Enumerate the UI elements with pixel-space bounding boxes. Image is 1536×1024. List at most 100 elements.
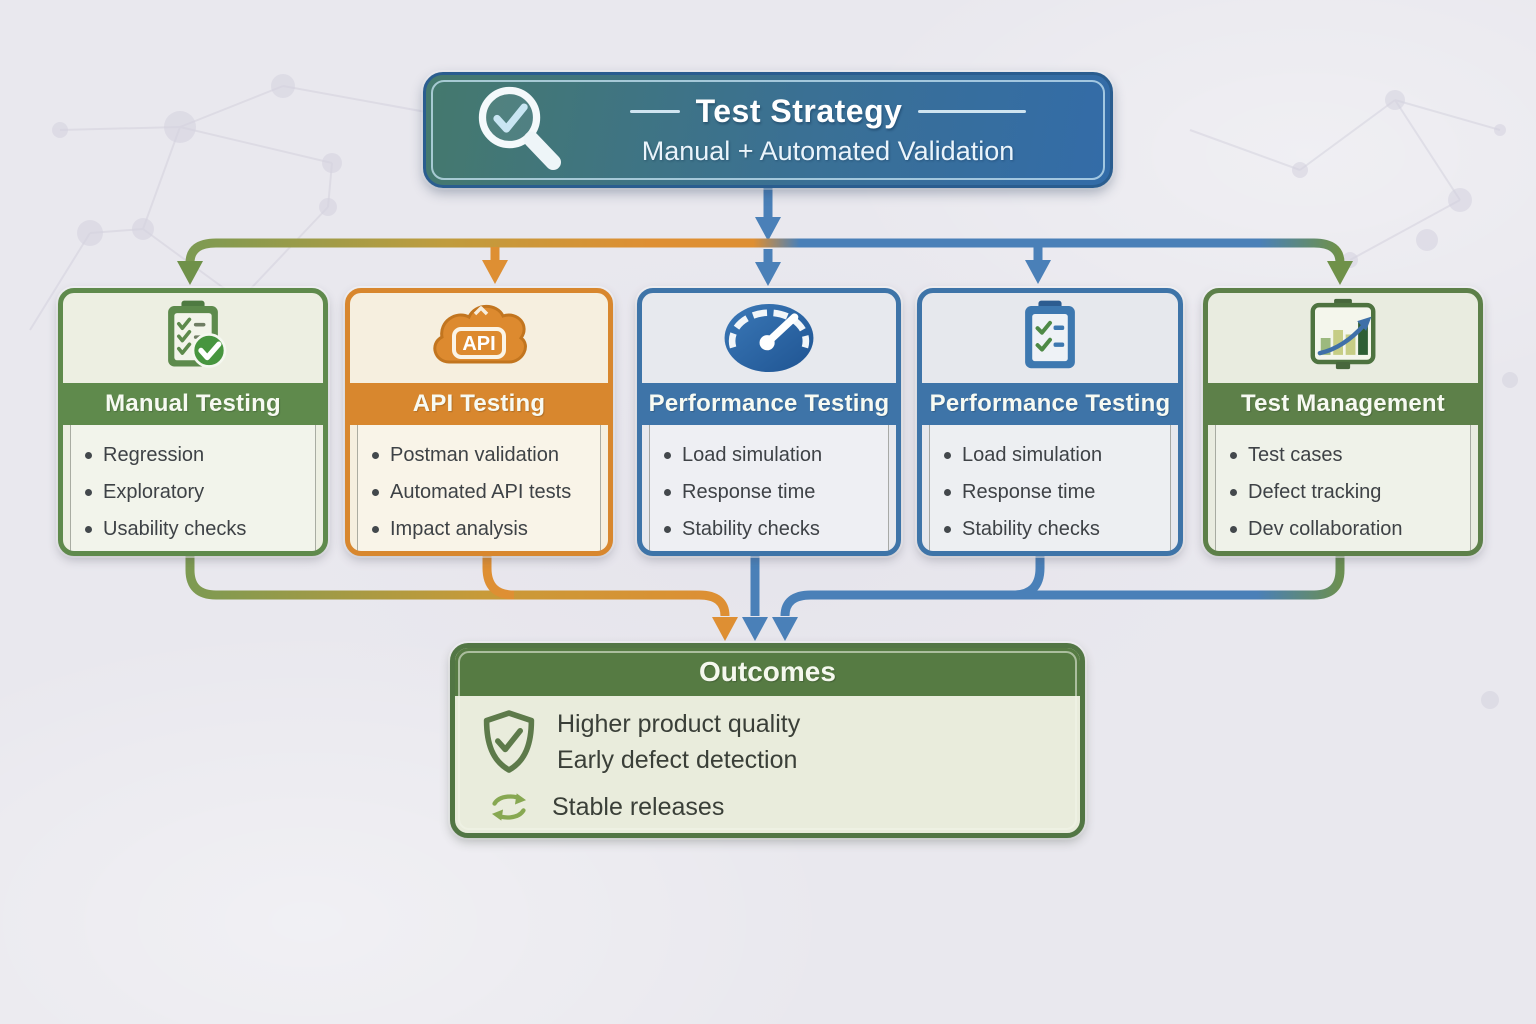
node-performance-testing-2: Performance Testing Load simulation Resp… [917, 288, 1183, 556]
page-title: Test Strategy [695, 93, 903, 129]
manual-testing-icon-zone [63, 293, 323, 383]
connector-bottom-right-rail [780, 556, 1345, 617]
chart-clipboard-icon [1310, 298, 1376, 370]
list-item-label: Usability checks [103, 518, 247, 540]
shield-check-icon [483, 710, 535, 773]
list-item: Automated API tests [372, 479, 594, 505]
api-testing-list: Postman validation Automated API tests I… [357, 425, 601, 551]
list-item-label: Impact analysis [390, 518, 528, 540]
arrowhead-performance-2-top [1025, 260, 1051, 284]
magnifier-check-icon [478, 86, 561, 171]
list-item: Defect tracking [1230, 479, 1464, 505]
outcome-item: Early defect detection [557, 746, 798, 774]
bullet-dot [664, 452, 671, 459]
performance-1-icon-zone [642, 293, 896, 383]
node-api-testing: API API Testing Postman validation Autom… [345, 288, 613, 556]
bullet-dot [1230, 489, 1237, 496]
list-item-label: Response time [682, 481, 816, 503]
list-item-label: Load simulation [682, 444, 823, 466]
bullet-dot [1230, 526, 1237, 533]
bullet-dot [372, 526, 379, 533]
node-test-management: Test Management Test cases Defect tracki… [1203, 288, 1483, 556]
list-item-label: Dev collaboration [1248, 518, 1403, 540]
list-item-label: Regression [103, 444, 205, 466]
outcome-item: Higher product quality [557, 710, 801, 738]
performance-2-icon-zone [922, 293, 1178, 383]
list-item-label: Stability checks [682, 518, 820, 540]
list-item-label: Response time [962, 481, 1096, 503]
manual-testing-list: Regression Exploratory Usability checks [70, 425, 316, 551]
performance-2-title: Performance Testing [922, 383, 1178, 425]
arrowhead-test-management-top [1327, 261, 1353, 285]
connector-performance-2-bottom-join [1012, 556, 1045, 600]
outcome-group-releases: Stable releases [481, 788, 1060, 826]
list-item-label: Exploratory [103, 481, 205, 503]
manual-testing-title: Manual Testing [63, 383, 323, 425]
page-subtitle: Manual + Automated Validation [641, 136, 1015, 166]
outcome-item: Stable releases [552, 793, 725, 821]
api-icon-label: API [462, 333, 495, 355]
list-item: Exploratory [85, 479, 309, 505]
node-test-strategy: Test Strategy Manual + Automated Validat… [423, 72, 1113, 188]
test-management-icon-zone [1208, 293, 1478, 383]
list-item: Usability checks [85, 516, 309, 542]
title-decorative-line-right [918, 110, 1027, 113]
arrowhead-outcomes-left [712, 617, 738, 641]
list-item-label: Test cases [1248, 444, 1343, 466]
title-decorative-line-left [629, 110, 680, 113]
list-item-label: Load simulation [962, 444, 1103, 466]
test-management-list: Test cases Defect tracking Dev collabora… [1215, 425, 1471, 551]
bullet-dot [944, 452, 951, 459]
list-item: Response time [944, 479, 1164, 505]
arrowhead-outcomes-center [742, 617, 768, 641]
list-item: Response time [664, 479, 882, 505]
list-item: Dev collaboration [1230, 516, 1464, 542]
bullet-dot [85, 526, 92, 533]
outcomes-title: Outcomes [455, 648, 1080, 696]
node-outcomes: Outcomes Higher product quality Early de… [450, 643, 1085, 838]
api-cloud-icon: API [433, 304, 527, 364]
bullet-dot [944, 526, 951, 533]
list-item: Test cases [1230, 442, 1464, 468]
bullet-dot [372, 489, 379, 496]
api-testing-icon-zone: API [350, 293, 608, 383]
arrowhead-manual-top [177, 261, 203, 285]
banner-text: Test Strategy Manual + Automated Validat… [576, 93, 1080, 167]
clipboard-check-icon [168, 300, 227, 368]
list-item-label: Postman validation [390, 444, 559, 466]
performance-1-list: Load simulation Response time Stability … [649, 425, 889, 551]
list-item-label: Stability checks [962, 518, 1100, 540]
list-item: Stability checks [664, 516, 882, 542]
bullet-dot [85, 452, 92, 459]
connector-top-rail [185, 238, 1345, 264]
node-manual-testing: Manual Testing Regression Exploratory Us… [58, 288, 328, 556]
arrowhead-api-top [482, 260, 508, 284]
bullet-dot [664, 526, 671, 533]
outcomes-body: Higher product quality Early defect dete… [455, 696, 1080, 833]
outcome-group-quality: Higher product quality Early defect dete… [481, 706, 1060, 778]
performance-1-title: Performance Testing [642, 383, 896, 425]
gauge-icon [724, 303, 814, 373]
bullet-dot [664, 489, 671, 496]
node-performance-testing-1: Performance Testing Load simulation Resp… [637, 288, 901, 556]
arrowhead-performance-1-top [755, 262, 781, 286]
test-management-title: Test Management [1208, 383, 1478, 425]
list-item: Impact analysis [372, 516, 594, 542]
bullet-dot [1230, 452, 1237, 459]
bullet-dot [944, 489, 951, 496]
performance-2-list: Load simulation Response time Stability … [929, 425, 1171, 551]
list-item-label: Defect tracking [1248, 481, 1382, 503]
arrowhead-outcomes-right [772, 617, 798, 641]
list-item: Postman validation [372, 442, 594, 468]
clipboard-list-icon [1025, 300, 1075, 369]
list-item: Load simulation [664, 442, 882, 468]
api-testing-title: API Testing [350, 383, 608, 425]
list-item: Regression [85, 442, 309, 468]
connector-bottom-left-rail [185, 556, 730, 617]
arrowhead-top-mid [755, 217, 781, 241]
list-item: Stability checks [944, 516, 1164, 542]
list-item: Load simulation [944, 442, 1164, 468]
